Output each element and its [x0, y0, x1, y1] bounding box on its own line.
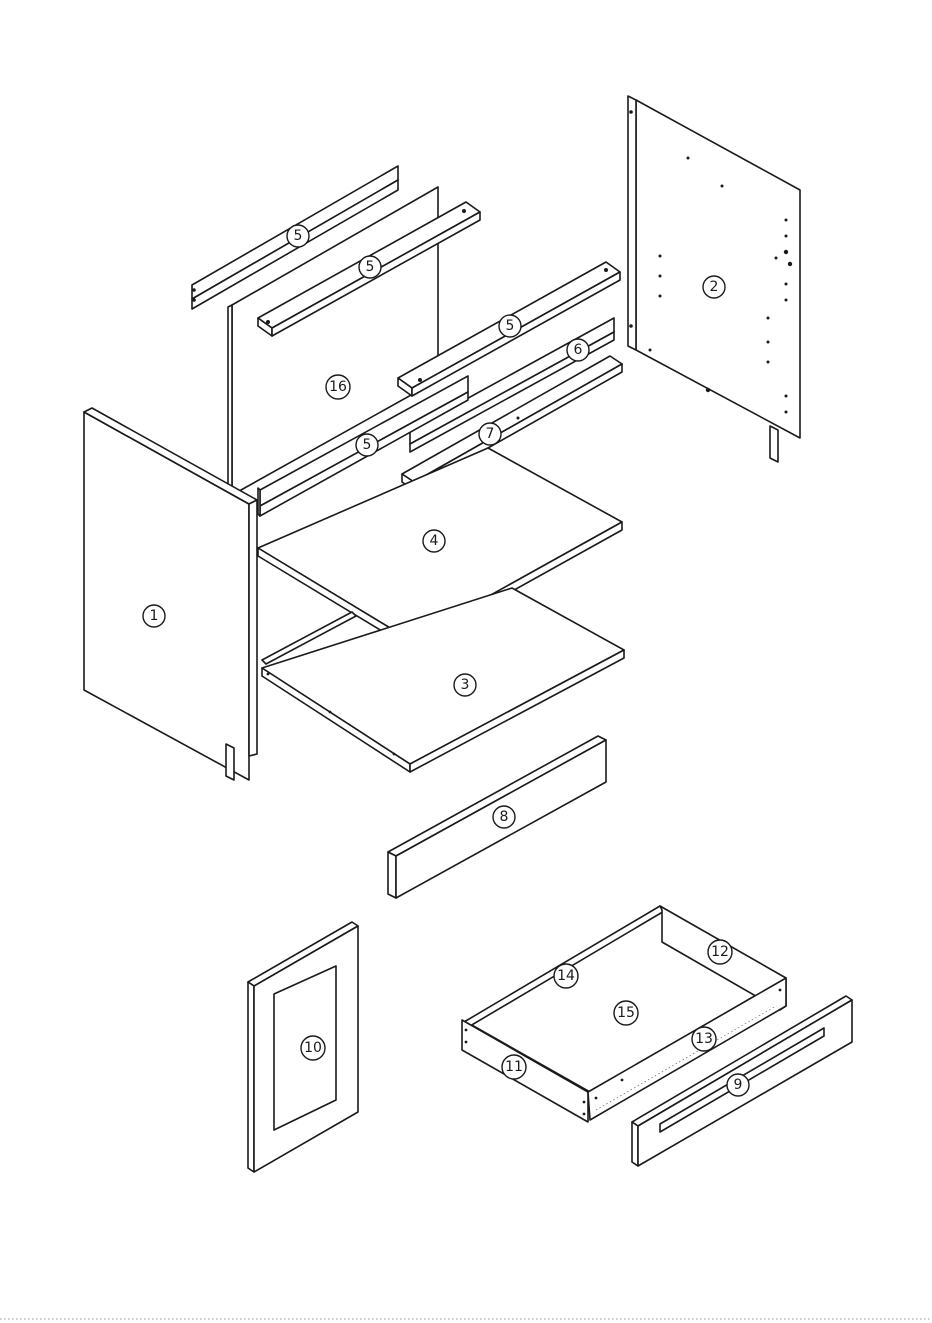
callout-part-5-a-label: 5 [294, 228, 303, 244]
callout-part-13: 13 [692, 1027, 716, 1051]
callout-part-3: 3 [454, 674, 476, 696]
callout-part-5-d-label: 5 [363, 437, 372, 453]
callout-part-5-c-label: 5 [506, 318, 515, 334]
callout-part-3-label: 3 [461, 677, 470, 693]
callout-part-11-label: 11 [505, 1059, 523, 1075]
callout-part-8: 8 [493, 806, 515, 828]
callout-part-13-label: 13 [695, 1031, 713, 1047]
callout-part-15-label: 15 [617, 1005, 635, 1021]
callout-part-7: 7 [479, 423, 501, 445]
callout-part-16-label: 16 [329, 379, 347, 395]
callout-part-15: 15 [614, 1001, 638, 1025]
callout-part-6-label: 6 [574, 342, 583, 358]
callout-part-5-b-label: 5 [366, 259, 375, 275]
callout-part-5-b: 5 [359, 256, 381, 278]
callout-part-1: 1 [143, 605, 165, 627]
callout-part-5-c: 5 [499, 315, 521, 337]
callout-part-4: 4 [423, 530, 445, 552]
callout-part-5-d: 5 [356, 434, 378, 456]
callout-part-8-label: 8 [500, 809, 509, 825]
callout-part-10-label: 10 [304, 1040, 322, 1056]
callout-part-6: 6 [567, 339, 589, 361]
callout-part-2-label: 2 [710, 279, 719, 295]
callout-part-10: 10 [301, 1036, 325, 1060]
callout-part-9-label: 9 [734, 1077, 743, 1093]
callout-part-9: 9 [727, 1074, 749, 1096]
callout-part-2: 2 [703, 276, 725, 298]
part-3-bottom-shelf [262, 588, 624, 772]
callout-part-1-label: 1 [150, 608, 159, 624]
callout-part-11: 11 [502, 1055, 526, 1079]
callout-part-12: 12 [708, 940, 732, 964]
callout-part-12-label: 12 [711, 944, 729, 960]
callout-part-5-a: 5 [287, 225, 309, 247]
callout-part-4-label: 4 [430, 533, 439, 549]
callout-part-16: 16 [326, 375, 350, 399]
callout-part-14: 14 [554, 964, 578, 988]
callout-part-14-label: 14 [557, 968, 575, 984]
callout-part-7-label: 7 [486, 426, 495, 442]
